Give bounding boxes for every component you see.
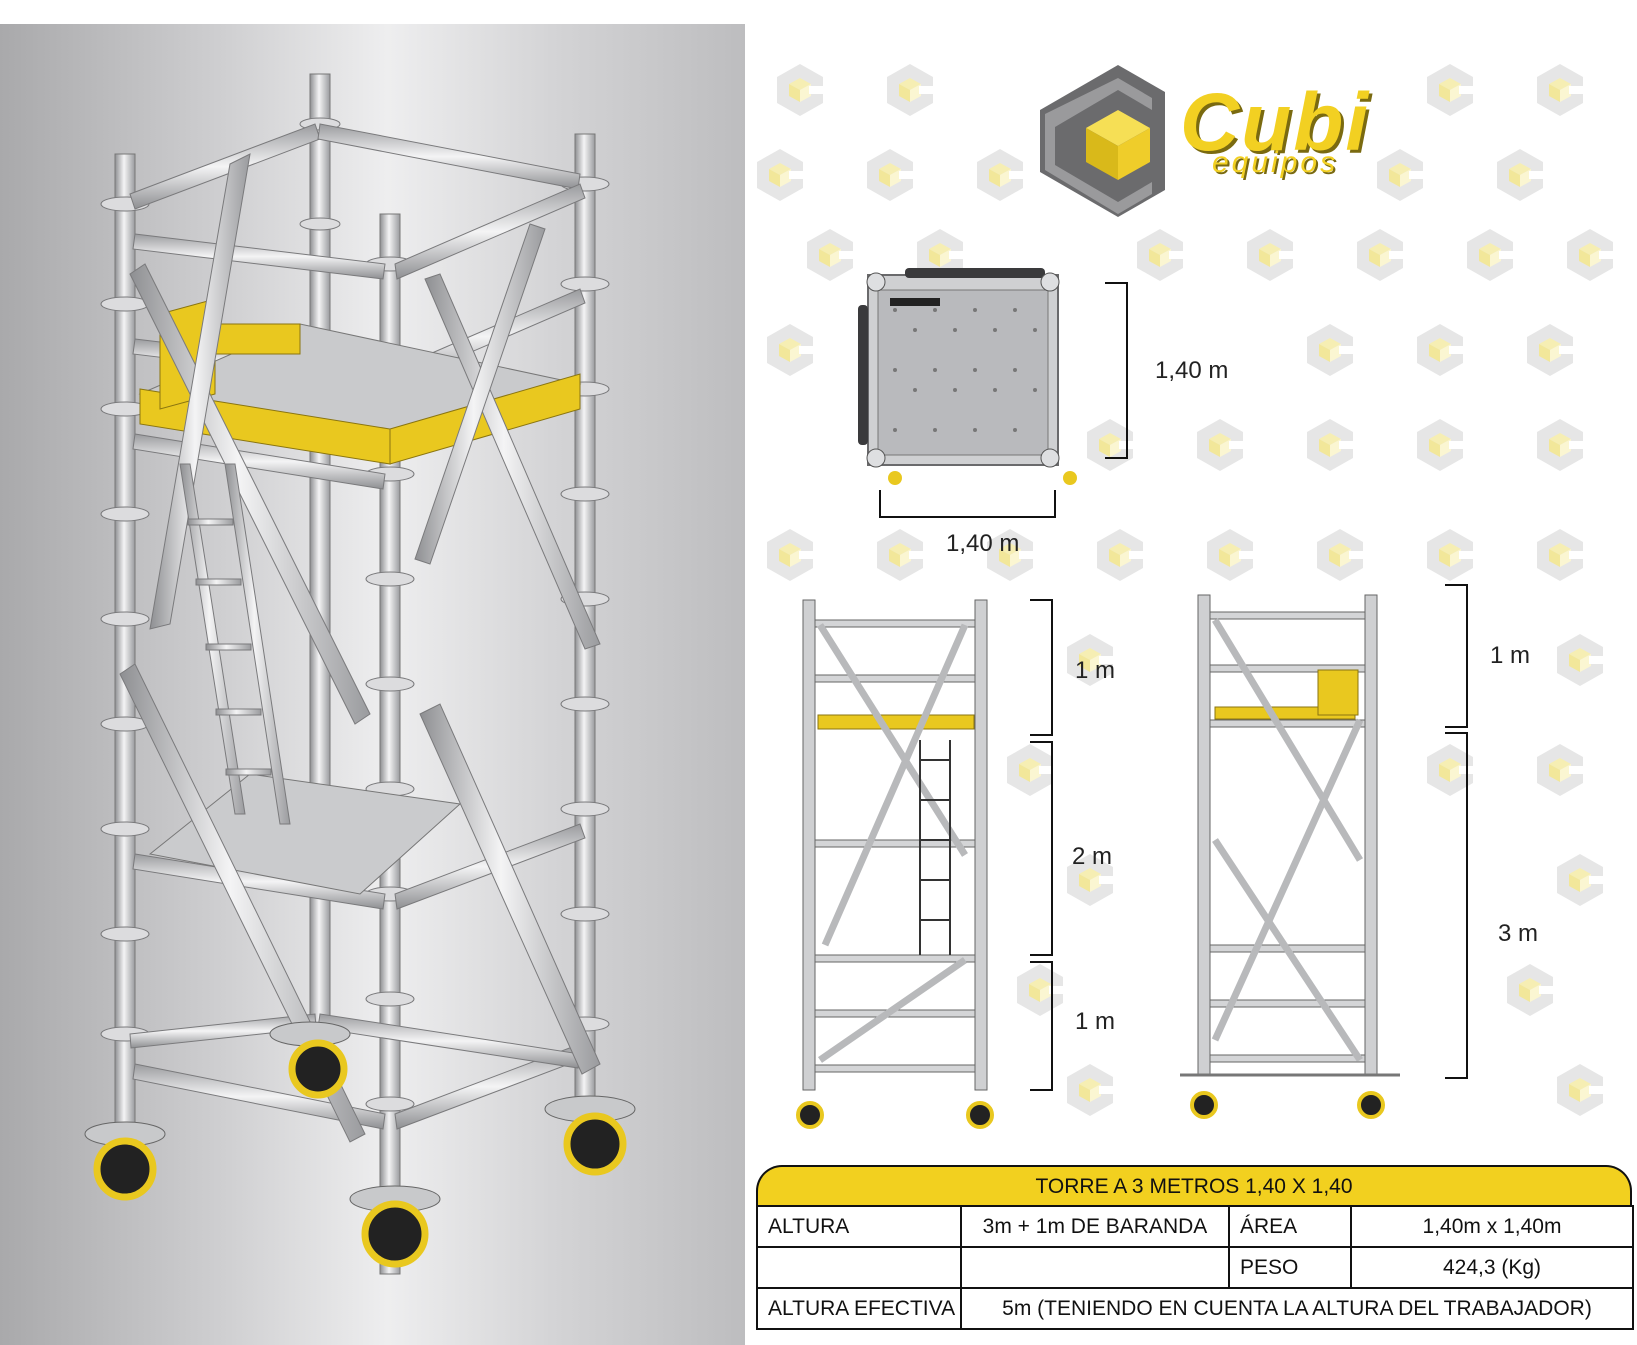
casters bbox=[84, 1021, 636, 1268]
altura-label: ALTURA bbox=[756, 1205, 962, 1248]
top-view-drawing bbox=[858, 268, 1077, 485]
side-view-bottom-segment-label: 3 m bbox=[1498, 920, 1539, 947]
empty-value-cell bbox=[960, 1246, 1230, 1289]
altura-efectiva-label: ALTURA EFECTIVA bbox=[756, 1287, 962, 1330]
peso-label: PESO bbox=[1228, 1246, 1352, 1289]
altura-efectiva-value: 5m (TENIENDO EN CUENTA LA ALTURA DEL TRA… bbox=[960, 1287, 1634, 1330]
ladder bbox=[179, 463, 291, 825]
front-view-bottom-segment-label: 1 m bbox=[1075, 1008, 1116, 1035]
spec-grid: ALTURA 3m + 1m DE BARANDA ÁREA 1,40m x 1… bbox=[756, 1205, 1634, 1330]
diagonal-braces bbox=[119, 153, 601, 1143]
top-view-dimension-lines bbox=[879, 282, 1128, 518]
side-view-top-segment-label: 1 m bbox=[1490, 642, 1531, 669]
peso-value: 424,3 (Kg) bbox=[1350, 1246, 1634, 1289]
brand-name: Cubi bbox=[1180, 77, 1371, 168]
empty-label-cell bbox=[756, 1246, 962, 1289]
front-view-middle-segment-label: 2 m bbox=[1072, 843, 1113, 870]
brand-tagline: equipos bbox=[1212, 146, 1339, 179]
table-row: ALTURA EFECTIVA 5m (TENIENDO EN CUENTA L… bbox=[756, 1287, 1634, 1330]
brand-pattern-background bbox=[757, 64, 1615, 1116]
side-view-drawing bbox=[1180, 594, 1400, 1119]
area-value: 1,40m x 1,40m bbox=[1350, 1205, 1634, 1248]
altura-value: 3m + 1m DE BARANDA bbox=[960, 1205, 1230, 1248]
top-view-width-label: 1,40 m bbox=[946, 530, 1020, 557]
front-view-drawing bbox=[796, 599, 994, 1129]
table-row: ALTURA 3m + 1m DE BARANDA ÁREA 1,40m x 1… bbox=[756, 1205, 1634, 1248]
scaffold-tower-illustration bbox=[84, 73, 636, 1275]
area-label: ÁREA bbox=[1228, 1205, 1352, 1248]
scaffold-3d-render bbox=[0, 24, 745, 1345]
table-row: PESO 424,3 (Kg) bbox=[756, 1246, 1634, 1289]
spec-table: TORRE A 3 METROS 1,40 X 1,40 ALTURA 3m +… bbox=[756, 1165, 1634, 1341]
cubi-logo-mark bbox=[1040, 65, 1165, 217]
top-view-depth-label: 1,40 m bbox=[1155, 357, 1229, 384]
spec-title: TORRE A 3 METROS 1,40 X 1,40 bbox=[756, 1165, 1632, 1205]
front-view-dimension-lines bbox=[1030, 599, 1053, 1091]
front-view-top-segment-label: 1 m bbox=[1075, 657, 1116, 684]
side-view-dimension-lines bbox=[1445, 584, 1468, 1079]
